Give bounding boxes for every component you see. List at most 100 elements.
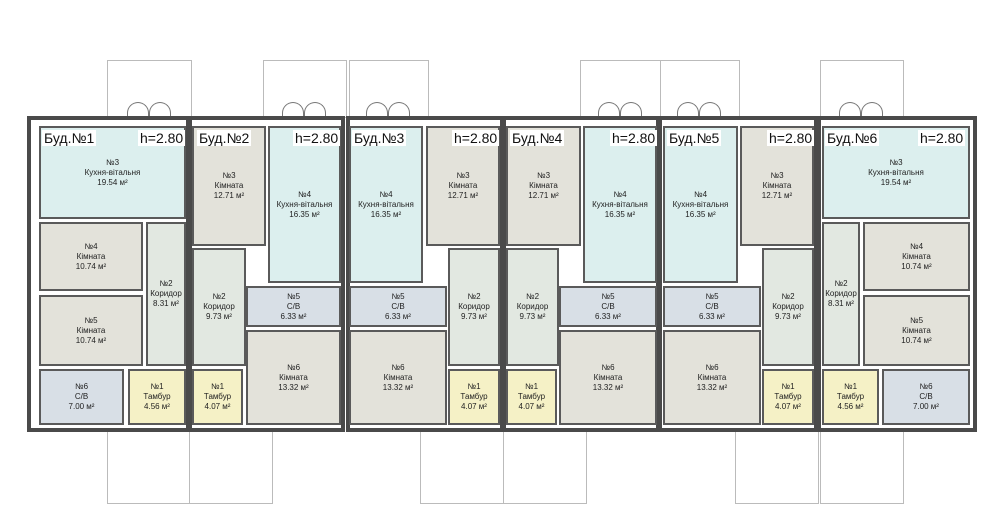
room-area: 16.35 м² xyxy=(370,209,402,219)
room-num: №6 xyxy=(391,362,405,372)
room-num: №2 xyxy=(834,279,848,288)
room-num: №4 xyxy=(909,241,924,251)
room-name: С/В xyxy=(705,301,719,311)
room-num: №5 xyxy=(391,291,405,301)
door-icon xyxy=(861,102,883,116)
room-num: №4 xyxy=(379,189,393,199)
room-area: 9.73 м² xyxy=(519,312,546,321)
room-area: 16.35 м² xyxy=(685,209,716,219)
room-name: Коридор xyxy=(458,302,490,311)
room-area: 13.32 м² xyxy=(382,382,414,392)
room-name: Тамбур xyxy=(143,392,171,401)
room-area: 4.56 м² xyxy=(144,402,170,411)
room-num: №3 xyxy=(222,171,236,180)
room-num: №2 xyxy=(159,279,173,288)
room-area: 9.73 м² xyxy=(206,312,232,321)
room-name: Кімната xyxy=(76,325,106,335)
room-num: №5 xyxy=(601,291,615,301)
room-num: №1 xyxy=(467,382,481,391)
room-area: 13.32 м² xyxy=(278,382,309,392)
room-name: Кімната xyxy=(593,372,623,382)
room-num: №4 xyxy=(693,189,708,199)
room-area: 12.71 м² xyxy=(761,191,793,200)
room-num: №6 xyxy=(286,362,301,372)
room-area: 8.31 м² xyxy=(153,299,179,308)
room-name: Кімната xyxy=(383,372,413,382)
room-name: Коридор xyxy=(772,302,804,311)
room-area: 7.00 м² xyxy=(68,402,95,411)
room-name: Тамбур xyxy=(203,392,232,401)
room-num: №3 xyxy=(770,171,784,180)
room-name: Кухня-вітальня xyxy=(672,199,729,209)
room-num: №6 xyxy=(74,382,89,391)
door-icon xyxy=(839,102,861,116)
door-icon xyxy=(282,102,304,116)
room-area: 12.71 м² xyxy=(447,191,479,200)
building-title: Буд.№1 xyxy=(42,130,97,146)
ceiling-height: h=2.80 xyxy=(452,130,500,146)
door-icon xyxy=(699,102,721,116)
room-num: №1 xyxy=(843,382,858,391)
room-name: Тамбур xyxy=(836,392,865,401)
building-title: Буд.№6 xyxy=(825,130,880,146)
ceiling-height: h=2.80 xyxy=(138,130,186,146)
door-icon xyxy=(598,102,620,116)
room-num: №1 xyxy=(150,382,164,391)
room-area: 4.07 м² xyxy=(461,402,487,411)
room-name: Кухня-вітальня xyxy=(358,199,414,209)
room-name: Коридор xyxy=(150,289,182,298)
room-area: 6.33 м² xyxy=(280,311,307,321)
door-icon xyxy=(366,102,388,116)
room-num: №2 xyxy=(781,292,795,301)
ceiling-height: h=2.80 xyxy=(767,130,815,146)
room-num: №2 xyxy=(212,292,226,301)
room-num: №5 xyxy=(705,291,719,301)
ceiling-height: h=2.80 xyxy=(610,130,658,146)
room-name: Кімната xyxy=(448,181,478,190)
room-num: №5 xyxy=(909,315,924,325)
building-title: Буд.№3 xyxy=(352,130,407,146)
room-area: 12.71 м² xyxy=(528,191,559,200)
room-area: 10.74 м² xyxy=(75,335,107,345)
room-area: 6.33 м² xyxy=(699,311,725,321)
room-name: Коридор xyxy=(825,289,857,298)
room-area: 9.73 м² xyxy=(775,312,801,321)
room-num: №6 xyxy=(919,382,933,391)
porch-bottom xyxy=(189,430,273,504)
room-name: Кімната xyxy=(902,325,931,335)
door-icon xyxy=(126,102,149,116)
porch-bottom xyxy=(735,430,819,504)
door-icon xyxy=(148,102,171,116)
room-name: Кімната xyxy=(762,181,792,190)
porch-bottom xyxy=(420,430,505,504)
room-area: 16.35 м² xyxy=(289,209,320,219)
door-icon xyxy=(388,102,410,116)
door-icon xyxy=(620,102,642,116)
room-area: 10.74 м² xyxy=(901,261,932,271)
room-area: 10.74 м² xyxy=(901,335,932,345)
